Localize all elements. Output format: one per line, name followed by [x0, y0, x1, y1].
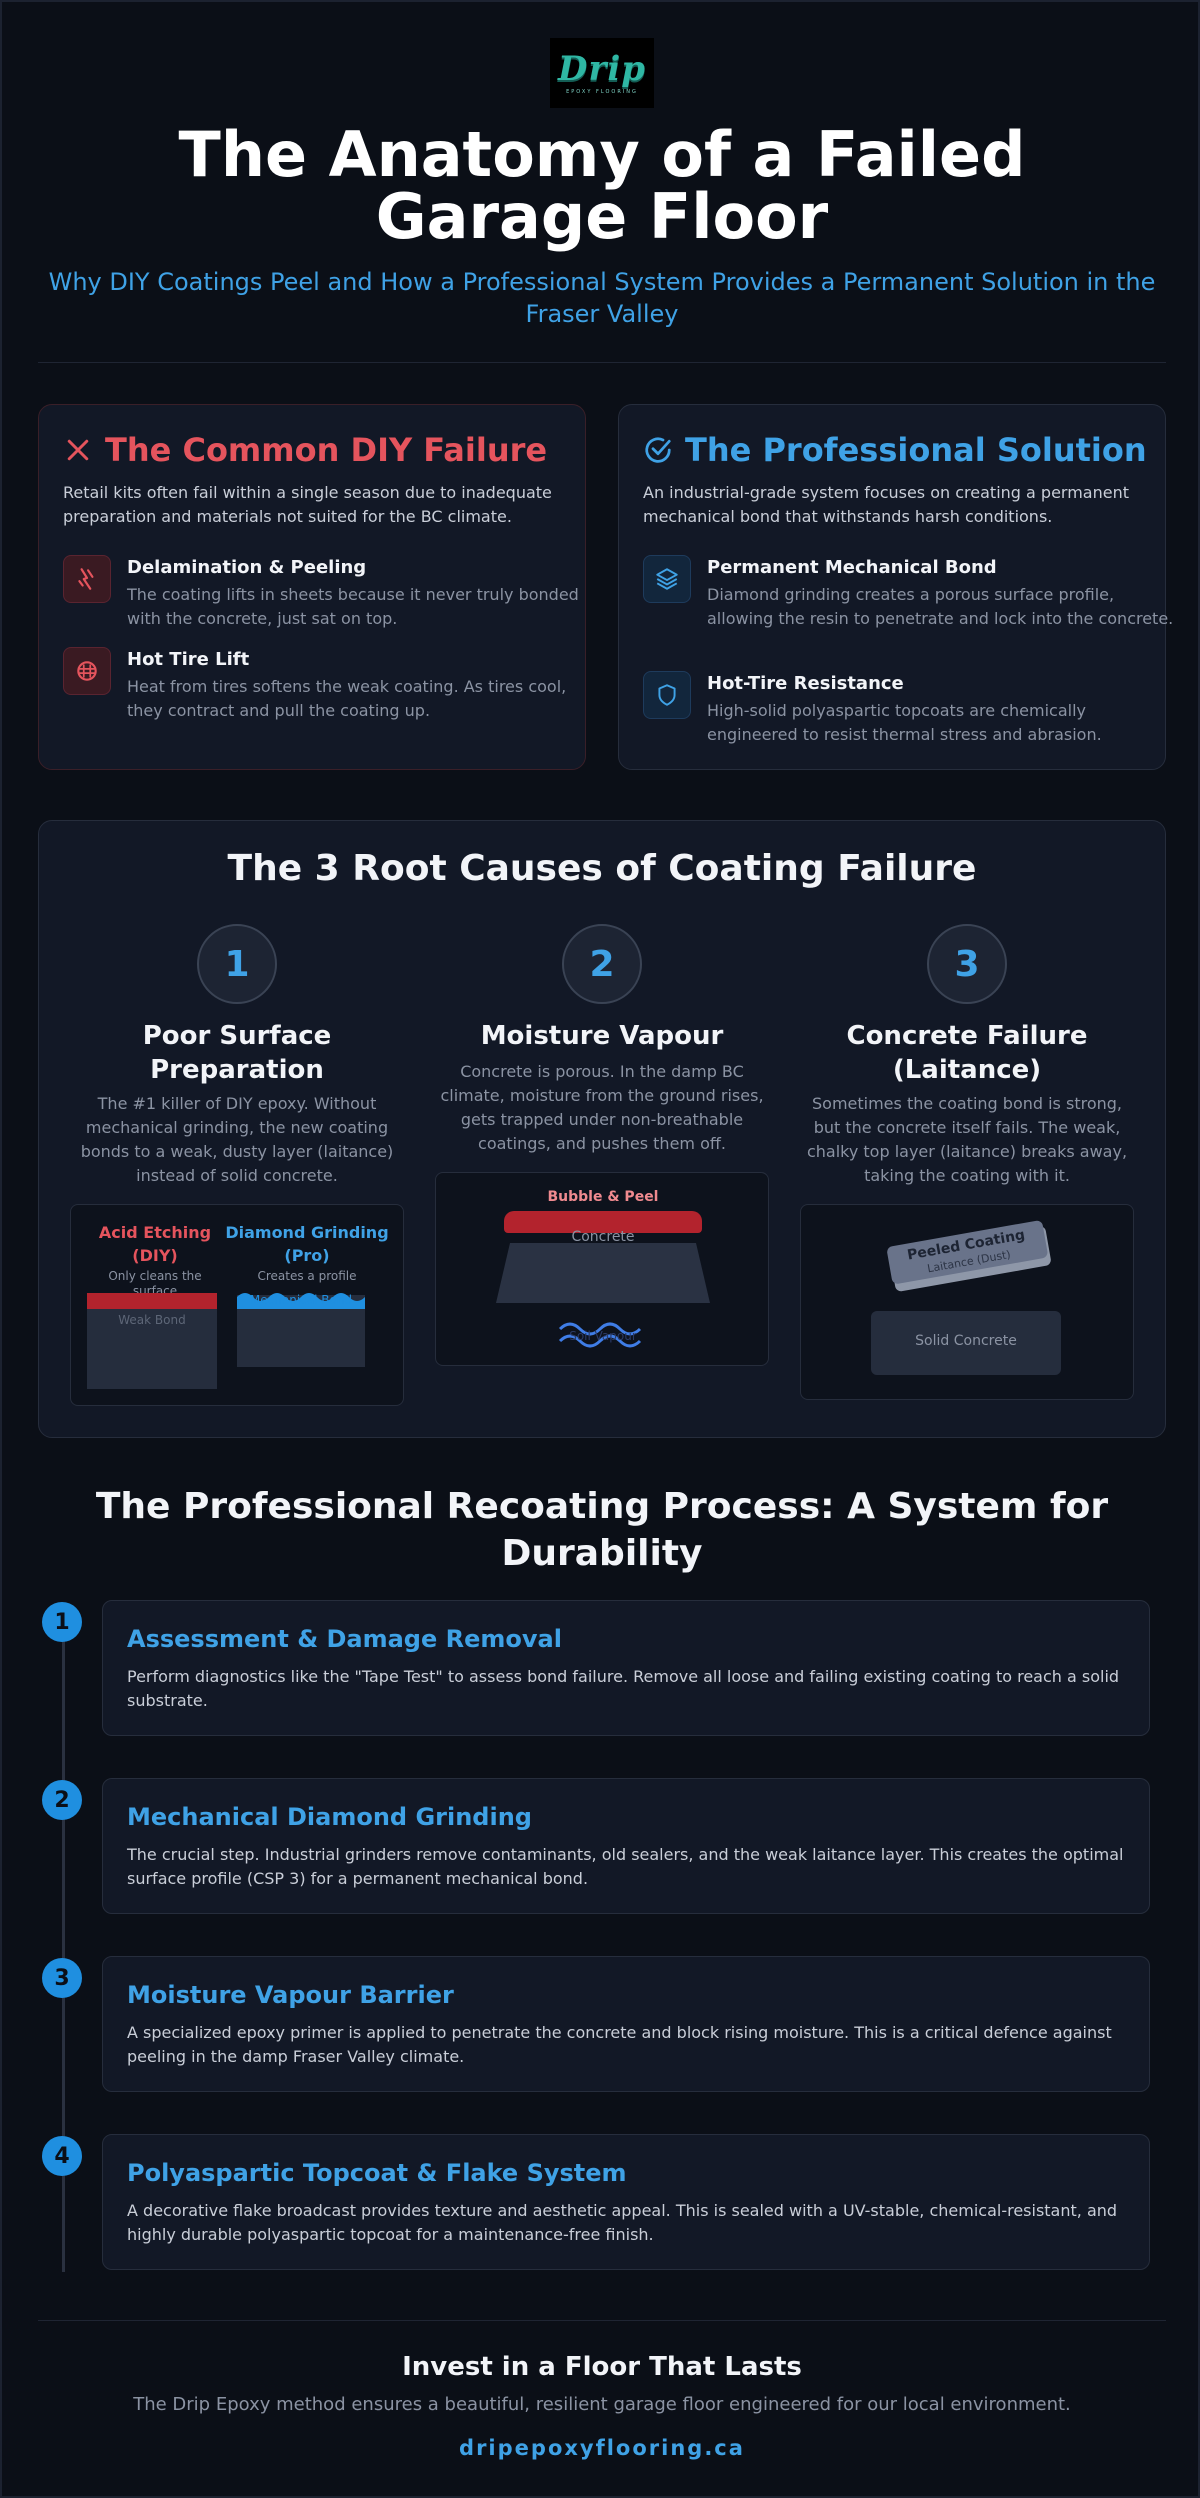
footer-title: Invest in a Floor That Lasts — [402, 2352, 802, 2382]
website-link[interactable]: dripepoxyflooring.ca — [459, 2436, 745, 2460]
process-title: The Professional Recoating Process: A Sy… — [95, 1486, 1109, 1574]
step-title: Moisture Vapour Barrier — [127, 1981, 454, 2009]
etching-vs-grinding-diagram: Acid Etching (DIY) Only cleans the surfa… — [70, 1204, 404, 1406]
cause-number: 1 — [197, 924, 277, 1004]
logo-word: Drip — [557, 48, 647, 89]
step-desc: A decorative flake broadcast provides te… — [127, 2201, 1118, 2244]
shield-icon — [643, 671, 691, 719]
cause-number: 2 — [562, 924, 642, 1004]
brand-logo[interactable]: Drip EPOXY FLOORING — [550, 38, 654, 108]
check-circle-icon — [645, 437, 671, 463]
cause-moisture-vapour: 2 Moisture Vapour Concrete is porous. In… — [432, 924, 772, 1404]
cause-surface-prep: 1 Poor Surface Preparation The #1 killer… — [67, 924, 407, 1404]
diy-item-title: Hot Tire Lift — [127, 649, 250, 670]
diy-card-heading: The Common DIY Failure — [63, 431, 547, 469]
tire-icon — [63, 647, 111, 695]
layers-icon — [643, 555, 691, 603]
page-title: The Anatomy of a Failed Garage Floor — [178, 118, 1026, 253]
step-number: 1 — [42, 1602, 82, 1642]
step-desc: A specialized epoxy primer is applied to… — [127, 2023, 1112, 2066]
soil-vapour-label: Soil Vapour — [569, 1329, 637, 1343]
concrete-slab — [496, 1243, 710, 1303]
cause-title: Moisture Vapour — [480, 1021, 724, 1051]
step-title: Mechanical Diamond Grinding — [127, 1803, 532, 1831]
mechanical-bond-label: Mechanical Bond — [249, 1293, 353, 1307]
pro-item-desc: Diamond grinding creates a porous surfac… — [707, 585, 1174, 628]
root-causes-title: The 3 Root Causes of Coating Failure — [227, 848, 977, 889]
step-desc: The crucial step. Industrial grinders re… — [127, 1845, 1124, 1888]
diamond-grinding-title: Diamond Grinding (Pro) — [225, 1223, 389, 1266]
diy-item-desc: The coating lifts in sheets because it n… — [127, 585, 579, 628]
pro-card-title: The Professional Solution — [685, 431, 1147, 469]
step-number: 4 — [42, 2136, 82, 2176]
diy-card-intro: Retail kits often fail within a single s… — [63, 483, 552, 526]
cause-desc: Concrete is porous. In the damp BC clima… — [440, 1062, 764, 1153]
diy-item-desc: Heat from tires softens the weak coating… — [127, 677, 567, 720]
moisture-vapour-diagram: Bubble & Peel Concrete Soil Vapour — [435, 1172, 769, 1366]
pro-item-desc: High-solid polyaspartic topcoats are che… — [707, 701, 1102, 744]
footer-divider — [38, 2320, 1166, 2321]
pro-item-title: Hot-Tire Resistance — [707, 673, 904, 694]
cause-desc: The #1 killer of DIY epoxy. Without mech… — [80, 1094, 394, 1185]
peeled-coating-chunk: Peeled Coating Laitance (Dust) — [886, 1219, 1052, 1293]
pro-solution-card: The Professional Solution An industrial-… — [618, 404, 1173, 770]
solid-concrete-block — [871, 1311, 1061, 1375]
step-desc: Perform diagnostics like the "Tape Test"… — [127, 1667, 1120, 1710]
cause-title: Concrete Failure (Laitance) — [846, 1021, 1088, 1085]
footer-desc: The Drip Epoxy method ensures a beautifu… — [133, 2394, 1071, 2415]
cause-concrete-failure: 3 Concrete Failure (Laitance) Sometimes … — [797, 924, 1137, 1404]
step-number: 3 — [42, 1958, 82, 1998]
bubble-peel-label: Bubble & Peel — [547, 1189, 659, 1205]
solid-concrete-label: Solid Concrete — [915, 1333, 1017, 1349]
acid-etching-title: Acid Etching (DIY) — [98, 1223, 212, 1266]
weak-bond-label: Weak Bond — [118, 1313, 186, 1327]
laitance-failure-diagram: Solid Concrete Peeled Coating Laitance (… — [800, 1204, 1134, 1400]
process-step-grinding: Mechanical Diamond Grinding The crucial … — [102, 1778, 1150, 1914]
cause-number: 3 — [927, 924, 1007, 1004]
bubbling-coating — [504, 1211, 702, 1233]
step-title: Assessment & Damage Removal — [127, 1625, 562, 1653]
broken-bolt-icon — [63, 555, 111, 603]
process-step-vapour-barrier: Moisture Vapour Barrier A specialized ep… — [102, 1956, 1150, 2092]
diy-failure-card: The Common DIY Failure Retail kits often… — [38, 404, 586, 770]
cause-desc: Sometimes the coating bond is strong, bu… — [806, 1094, 1128, 1185]
diy-coating-layer — [87, 1293, 217, 1309]
process-step-topcoat: Polyaspartic Topcoat & Flake System A de… — [102, 2134, 1150, 2270]
process-step-assessment: Assessment & Damage Removal Perform diag… — [102, 1600, 1150, 1736]
cause-title: Poor Surface Preparation — [142, 1021, 332, 1085]
pro-card-heading: The Professional Solution — [643, 431, 1147, 469]
profiled-coating-layer — [237, 1293, 365, 1309]
vapour-wave-icon — [558, 1322, 642, 1348]
pro-item-title: Permanent Mechanical Bond — [707, 557, 997, 578]
diy-item-title: Delamination & Peeling — [127, 557, 367, 578]
step-title: Polyaspartic Topcoat & Flake System — [127, 2159, 627, 2187]
step-number: 2 — [42, 1780, 82, 1820]
pro-card-intro: An industrial-grade system focuses on cr… — [643, 483, 1129, 526]
concrete-label: Concrete — [571, 1229, 635, 1245]
process-timeline — [62, 1622, 65, 2272]
x-icon — [67, 439, 89, 461]
header-divider — [38, 362, 1166, 363]
weak-concrete-block — [87, 1293, 217, 1389]
diy-card-title: The Common DIY Failure — [105, 431, 548, 469]
logo-tagline: EPOXY FLOORING — [566, 88, 638, 95]
page-subtitle: Why DIY Coatings Peel and How a Professi… — [48, 268, 1156, 329]
diamond-grinding-note: Creates a profile — [257, 1269, 357, 1283]
